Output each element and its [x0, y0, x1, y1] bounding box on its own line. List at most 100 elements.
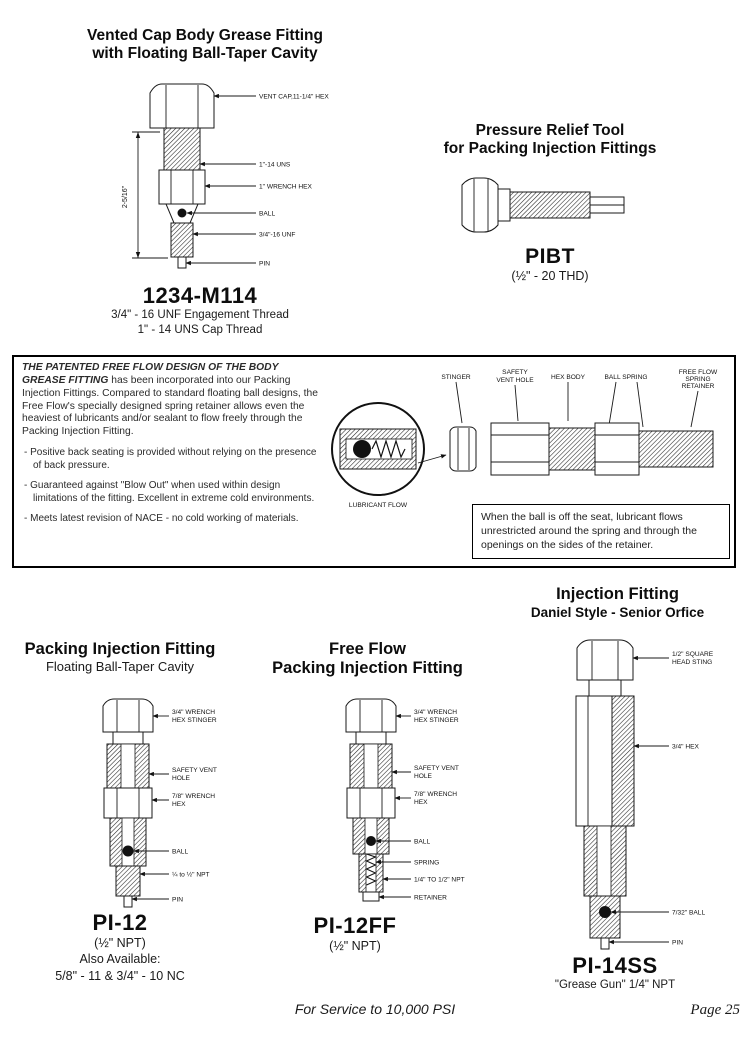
free-flow-text-column: THE PATENTED FREE FLOW DESIGN OF THE BOD…: [22, 362, 318, 526]
pi12ff-callout-ball: BALL: [414, 839, 430, 846]
label-retainer-line3: RETAINER: [682, 383, 715, 390]
pressure-relief-title-line1: Pressure Relief Tool: [475, 122, 625, 139]
free-flow-intro-rest: has been incorporated into our Packing I…: [22, 374, 318, 438]
ball-icon: [177, 208, 187, 218]
label-hex-body: HEX BODY: [551, 374, 586, 381]
pi12-callout-vent2: HOLE: [172, 775, 191, 782]
page-number: Page 25: [690, 1002, 740, 1018]
pi12ff-callout-npt: 1/4" TO 1/2" NPT: [414, 877, 465, 884]
pi12ff-callout-stinger1: 3/4" WRENCH: [414, 709, 457, 716]
pi12-title: Packing Injection Fitting: [24, 640, 216, 658]
pi12-model-block: PI-12 (½" NPT) Also Available: 5/8" - 11…: [20, 910, 220, 984]
pressure-relief-title-line2: for Packing Injection Fittings: [443, 140, 657, 158]
pi12-callout-stinger2: HEX STINGER: [172, 717, 217, 724]
pi12ff-callout-hex2: HEX: [414, 799, 428, 806]
stinger-nut-shape: [449, 426, 477, 472]
pi12ff-title-block: Free Flow Packing Injection Fitting: [250, 640, 485, 679]
pi12ff-model-block: PI-12FF (½" NPT): [265, 913, 445, 954]
label-lubricant-flow: LUBRICANT FLOW: [349, 502, 408, 509]
pi12-callout-vent1: SAFETY VENT: [172, 767, 217, 774]
pin-shape: [177, 256, 187, 269]
pi12-callout-npt: ¼ to ½" NPT: [172, 871, 210, 879]
label-ball-spring: BALL SPRING: [605, 374, 648, 381]
pi12ff-title-line2: Packing Injection Fitting: [272, 659, 463, 678]
dimension-line: 2-5/16": [122, 131, 168, 259]
pi12-callout-ball: BALL: [172, 849, 188, 856]
pi12-drawing: 3/4" WRENCH HEX STINGER SAFETY VENT HOLE…: [102, 698, 217, 908]
free-flow-diagram: STINGER SAFETY VENT HOLE HEX BODY BALL S…: [331, 369, 718, 509]
pi14ss-title-line1: Injection Fitting: [556, 585, 679, 603]
pi12-subtitle: Floating Ball-Taper Cavity: [45, 659, 195, 675]
vent-cap-shape: [149, 83, 215, 129]
pi14ss-model: PI-14SS: [572, 953, 658, 978]
pi12ff-callout-retainer: RETAINER: [414, 895, 447, 902]
pi12-model: PI-12: [92, 910, 148, 935]
callout-uns: 1"-14 UNS: [259, 162, 291, 169]
pi14ss-callout-hex: 3/4" HEX: [672, 744, 699, 751]
pi14ss-callout-head1: 1/2" SQUARE: [672, 651, 714, 658]
free-flow-info-box: THE PATENTED FREE FLOW DESIGN OF THE BOD…: [12, 355, 736, 568]
pi12-callout-hex1: 7/8" WRENCH: [172, 793, 215, 800]
ball-icon: [366, 836, 376, 846]
pi12-spec: (½" NPT): [94, 936, 146, 951]
pi14ss-spec: "Grease Gun" 1/4" NPT: [554, 979, 676, 992]
tool-threads: [509, 191, 591, 219]
retainer-threads: [638, 430, 714, 468]
ball-icon: [122, 845, 134, 857]
label-safety-line2: VENT HOLE: [496, 377, 534, 384]
tool-collar: [497, 188, 511, 222]
callout-ball: BALL: [259, 211, 275, 218]
pi12ff-callout-stinger2: HEX STINGER: [414, 717, 459, 724]
pibt-model: PIBT: [525, 245, 575, 268]
pi14ss-title-block: Injection Fitting Daniel Style - Senior …: [495, 585, 740, 622]
spring-icon: [365, 853, 377, 886]
pi12ff-callout-vent2: HOLE: [414, 773, 433, 780]
dimension-label: 2-5/16": [122, 185, 129, 208]
pi12ff-drawing: 3/4" WRENCH HEX STINGER SAFETY VENT HOLE…: [345, 698, 465, 902]
label-stinger: STINGER: [441, 374, 471, 381]
vented-cap-title-line1: Vented Cap Body Grease Fitting: [87, 27, 323, 44]
pi14ss-model-block: PI-14SS "Grease Gun" 1/4" NPT: [515, 953, 715, 993]
vented-cap-model-block: 1234-M114 3/4" - 16 UNF Engagement Threa…: [55, 283, 345, 338]
pi12ff-spec: (½" NPT): [329, 939, 381, 954]
free-flow-bullet-3: - Meets latest revision of NACE - no col…: [24, 513, 299, 525]
pi12-callout-hex2: HEX: [172, 801, 186, 808]
mid-threads: [548, 427, 596, 471]
pi12-title-block: Packing Injection Fitting Floating Ball-…: [0, 640, 240, 676]
ball-icon: [599, 906, 611, 918]
label-retainer-line1: FREE FLOW: [679, 369, 718, 376]
callout-pin: PIN: [259, 261, 270, 268]
free-flow-intro-bold: THE PATENTED FREE FLOW DESIGN OF THE BOD…: [22, 362, 279, 386]
vented-cap-drawing: 2-5/16" VENT CAP,11-1/4" HEX 1"-14 UNS 1…: [122, 83, 329, 269]
vented-cap-spec2: 1" - 14 UNS Cap Thread: [137, 324, 263, 337]
pi12ff-title-line1: Free Flow: [328, 640, 406, 658]
callout-unf: 3/4"-16 UNF: [259, 232, 295, 239]
hex-body-shape: [490, 422, 550, 476]
label-retainer-line2: SPRING: [685, 376, 710, 383]
pi12-also-line2: 5/8" - 11 & 3/4" - 10 NC: [55, 968, 185, 983]
free-flow-bullet-2: - Guaranteed against "Blow Out" when use…: [24, 480, 315, 504]
callout-wrench-hex: 1" WRENCH HEX: [259, 184, 313, 191]
pi12-also-line1: Also Available:: [79, 952, 161, 967]
tool-hex-head: [461, 177, 499, 233]
free-flow-bullet-1: - Positive back seating is provided with…: [24, 447, 317, 471]
pi12ff-callout-spring: SPRING: [414, 860, 439, 867]
ball-icon: [353, 440, 371, 458]
vented-cap-title: Vented Cap Body Grease Fitting with Floa…: [60, 27, 350, 64]
pibt-spec: (½" - 20 THD): [511, 269, 589, 284]
stinger-threads: [170, 222, 194, 258]
pi14ss-drawing: 1/2" SQUARE HEAD STING 3/4" HEX 7/32" BA…: [575, 639, 714, 950]
pi14ss-callout-head2: HEAD STING: [672, 659, 712, 666]
pressure-relief-tool-drawing: [461, 177, 625, 233]
pi12ff-model: PI-12FF: [313, 913, 397, 938]
pi12-callout-stinger1: 3/4" WRENCH: [172, 709, 215, 716]
pibt-model-block: PIBT (½" - 20 THD): [460, 245, 640, 284]
pi14ss-callout-pin: PIN: [672, 940, 683, 947]
free-flow-intro: THE PATENTED FREE FLOW DESIGN OF THE BOD…: [22, 362, 318, 439]
wrench-hex-shape: [158, 169, 206, 205]
cap-threads: [163, 127, 201, 171]
vented-cap-model: 1234-M114: [142, 283, 258, 308]
pi12ff-callout-vent1: SAFETY VENT: [414, 765, 459, 772]
label-safety-line1: SAFETY: [502, 369, 528, 376]
